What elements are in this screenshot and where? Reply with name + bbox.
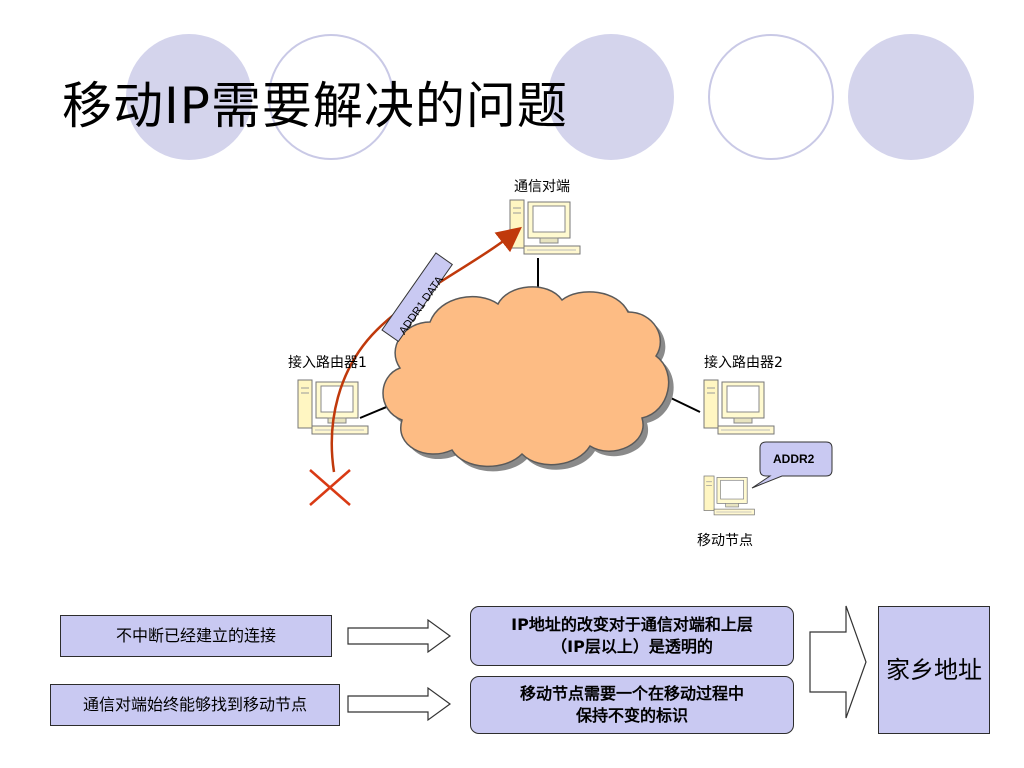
packet-tag — [381, 252, 453, 343]
router2-computer-icon — [703, 379, 775, 435]
requirement-2-line-2: 保持不变的标识 — [575, 706, 688, 725]
mobile-node-computer-icon — [703, 475, 755, 516]
requirement-box-2: 移动节点需要一个在移动过程中 保持不变的标识 — [470, 676, 794, 734]
requirement-1-line-1: IP地址的改变对于通信对端和上层 — [511, 615, 753, 634]
arrow-right-icon-2 — [347, 686, 452, 722]
decorative-circle-3 — [848, 34, 974, 160]
label-router2: 接入路由器2 — [704, 355, 783, 371]
address-bubble-text: ADDR2 — [773, 452, 815, 466]
label-mobile-node: 移动节点 — [697, 533, 753, 549]
arrow-right-icon-1 — [347, 618, 452, 654]
x-mark-icon — [309, 469, 351, 506]
label-correspondent: 通信对端 — [514, 179, 570, 195]
callout-icon — [751, 441, 833, 489]
requirement-box-1: IP地址的改变对于通信对端和上层 （IP层以上）是透明的 — [470, 606, 794, 666]
packet-path-arrow — [330, 226, 522, 473]
arrow-right-icon-3 — [809, 605, 867, 719]
requirement-1-line-2: （IP层以上）是透明的 — [551, 637, 713, 656]
problem-box-2: 通信对端始终能够找到移动节点 — [50, 684, 340, 726]
correspondent-computer-icon — [509, 199, 581, 255]
slide-title: 移动IP需要解决的问题 — [62, 77, 568, 135]
decorative-circle-2 — [548, 34, 674, 160]
label-router1: 接入路由器1 — [288, 355, 367, 371]
requirement-2-line-1: 移动节点需要一个在移动过程中 — [519, 684, 744, 703]
cloud-icon — [382, 286, 670, 467]
solution-box: 家乡地址 — [878, 606, 990, 734]
decorative-circle-1 — [126, 34, 252, 160]
decorative-ring-2 — [708, 34, 834, 160]
problem-box-1: 不中断已经建立的连接 — [60, 615, 332, 657]
decorative-ring-1 — [268, 34, 394, 160]
